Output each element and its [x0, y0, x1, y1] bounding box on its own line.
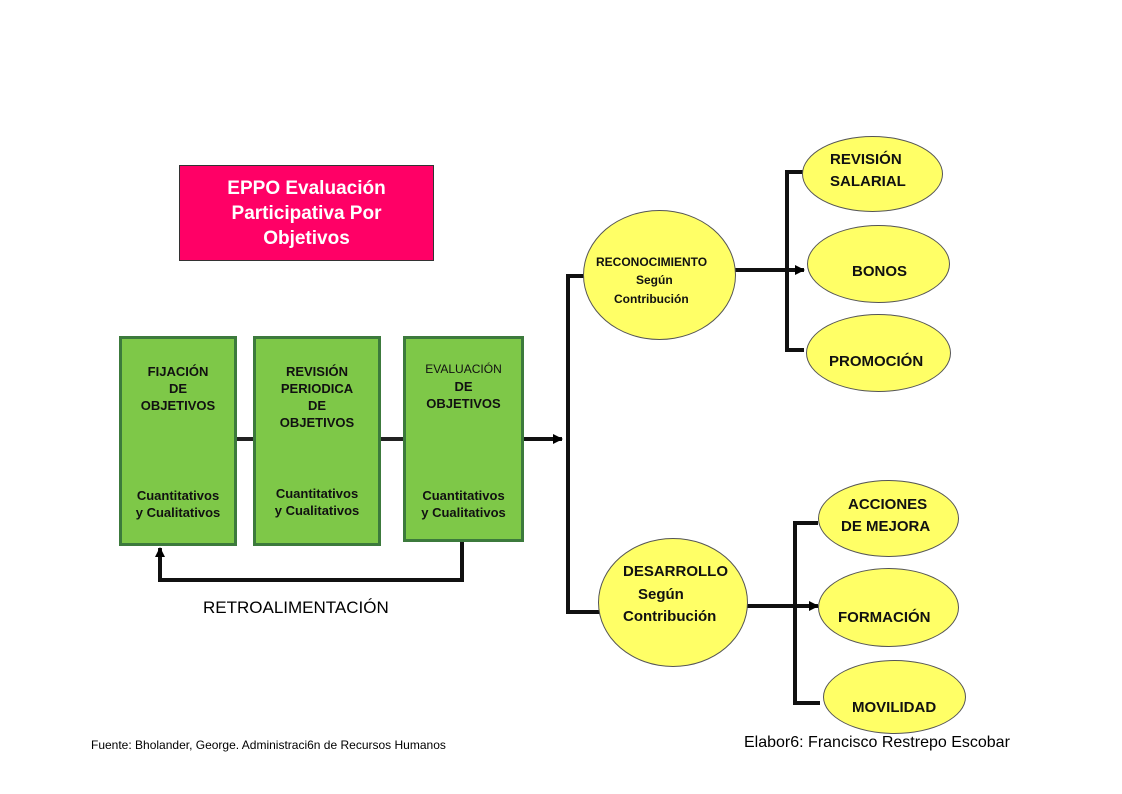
- branch-line: Según: [638, 586, 684, 603]
- branch-line: Contribución: [623, 608, 717, 625]
- outcome-line: DE MEJORA: [841, 518, 931, 535]
- branch-bracket: [566, 274, 604, 614]
- bracket-reconocimiento: [785, 170, 804, 352]
- branch-line: RECONOCIMIENTO: [596, 255, 708, 269]
- footer-source: Fuente: Bholander, George. Administraci6…: [91, 738, 446, 752]
- stage-heading-line: DE: [168, 381, 188, 396]
- outcome-acciones-mejora: ACCIONES DE MEJORA: [818, 480, 959, 557]
- branch-line: DESARROLLO: [623, 563, 728, 580]
- stage-heading-line: REVISIÓN: [285, 364, 349, 379]
- stage-heading-line: EVALUACIÓN: [425, 362, 502, 376]
- stage-sub-line: y Cualitativos: [421, 505, 506, 520]
- outcome-line: SALARIAL: [830, 173, 906, 190]
- branch-line: Según: [636, 273, 673, 287]
- feedback-loop: [155, 538, 464, 582]
- stage-heading-line: OBJETIVOS: [140, 398, 216, 413]
- stage-heading-line: DE: [307, 398, 327, 413]
- stage-sub-line: y Cualitativos: [135, 505, 221, 520]
- stage-sub-line: y Cualitativos: [274, 503, 360, 518]
- stage-revision-periodica: REVISIÓN PERIODICA DE OBJETIVOS Cuantita…: [253, 336, 381, 546]
- outcome-movilidad: MOVILIDAD: [823, 660, 966, 734]
- stage-fijacion-objetivos: FIJACIÓN DE OBJETIVOS Cuantitativos y Cu…: [119, 336, 237, 546]
- stage-heading-line: OBJETIVOS: [279, 415, 355, 430]
- branch-line: Contribución: [614, 292, 689, 306]
- diagram-title: EPPO Evaluación Participativa Por Objeti…: [179, 165, 434, 261]
- stage-sub-line: Cuantitativos: [275, 486, 359, 501]
- diagram-title-text: EPPO Evaluación Participativa Por Objeti…: [227, 177, 386, 249]
- branch-reconocimiento: RECONOCIMIENTO Según Contribución: [583, 210, 736, 340]
- outcome-line: FORMACIÓN: [838, 609, 931, 626]
- outcome-line: REVISIÓN: [830, 151, 902, 168]
- branch-desarrollo: DESARROLLO Según Contribución: [598, 538, 748, 667]
- stage-heading-line: OBJETIVOS: [426, 396, 501, 411]
- outcome-line: BONOS: [852, 263, 908, 280]
- stage-heading-line: DE: [454, 379, 473, 394]
- outcome-line: ACCIONES: [848, 496, 928, 513]
- stage-heading-line: FIJACIÓN: [147, 364, 209, 379]
- feedback-label: RETROALIMENTACIÓN: [203, 598, 389, 617]
- stage-evaluacion-objetivos: EVALUACIÓN DE OBJETIVOS Cuantitativos y …: [403, 336, 524, 542]
- outcome-formacion: FORMACIÓN: [818, 568, 959, 647]
- outcome-line: PROMOCIÓN: [829, 353, 924, 370]
- stage-sub-line: Cuantitativos: [136, 488, 220, 503]
- outcome-line: MOVILIDAD: [852, 699, 937, 716]
- outcome-bonos: BONOS: [807, 225, 950, 303]
- outcome-promocion: PROMOCIÓN: [806, 314, 951, 392]
- footer-author: Elabor6: Francisco Restrepo Escobar: [744, 734, 1010, 751]
- stage-sub-line: Cuantitativos: [422, 488, 505, 503]
- bracket-desarrollo: [793, 521, 820, 705]
- stage-heading-line: PERIODICA: [280, 381, 354, 396]
- outcome-revision-salarial: REVISIÓN SALARIAL: [802, 136, 943, 212]
